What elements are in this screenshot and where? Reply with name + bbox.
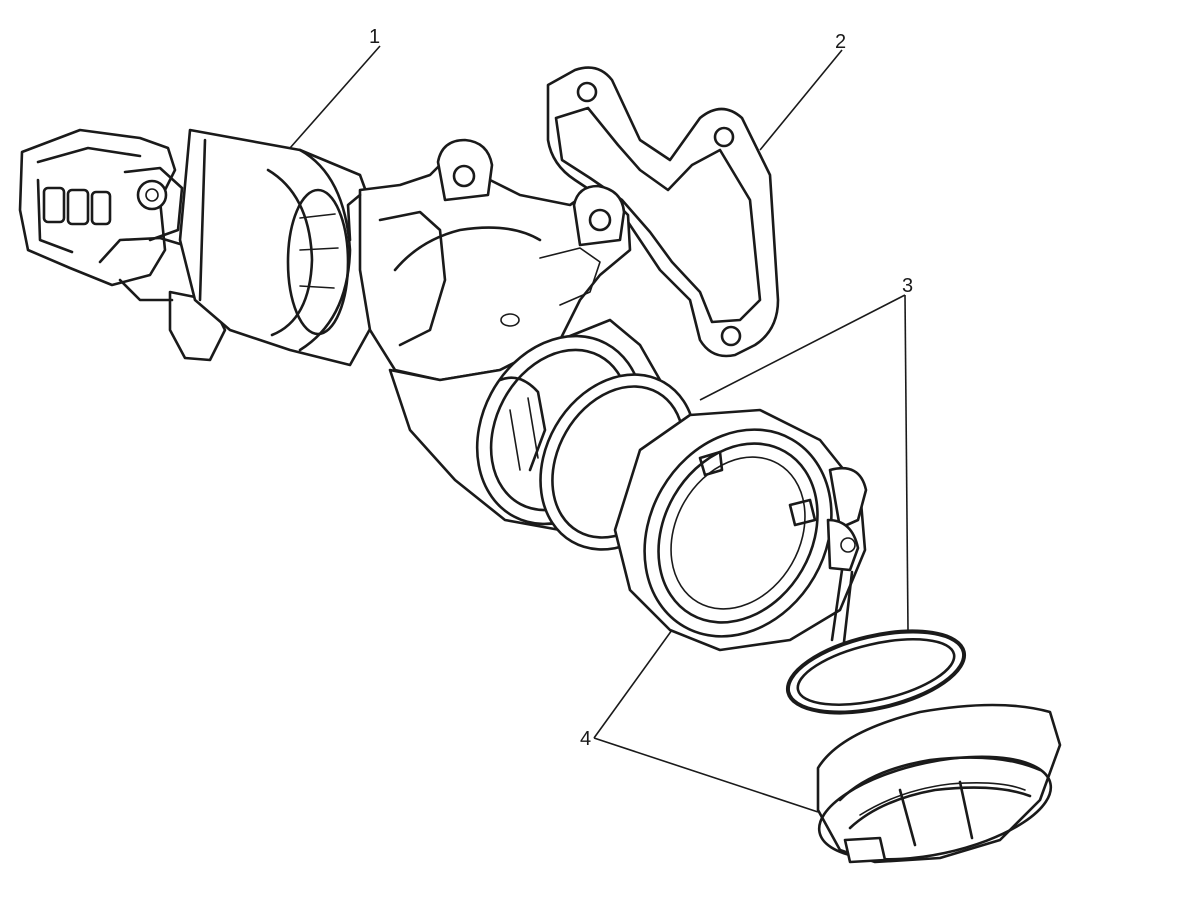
leader-line-2 <box>759 49 843 151</box>
leader-line-4a <box>593 629 673 739</box>
callout-1: 1 <box>369 26 380 48</box>
valve-actuator-part <box>18 128 662 532</box>
callout-3: 3 <box>902 275 913 297</box>
callout-labels: 1 2 3 4 <box>369 26 913 750</box>
leader-line-1 <box>289 45 381 149</box>
callout-leaders <box>289 45 909 813</box>
leader-line-3a <box>699 294 906 401</box>
callout-4: 4 <box>580 728 591 750</box>
callout-2: 2 <box>835 31 846 53</box>
clamp-parts <box>613 408 1062 864</box>
leader-line-4b <box>593 737 819 813</box>
leader-line-3b <box>904 294 909 631</box>
